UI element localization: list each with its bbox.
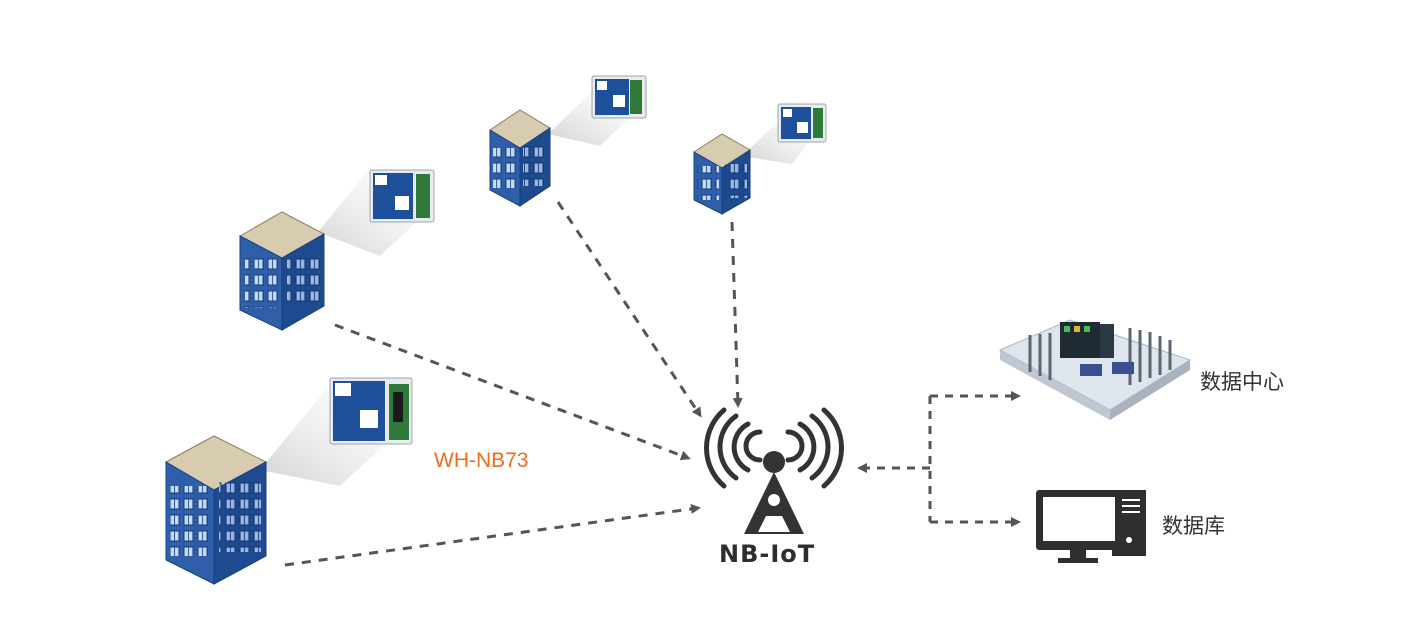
arrow-building-1 bbox=[556, 201, 702, 418]
nb-iot-tower-icon bbox=[704, 407, 844, 534]
module-board-icon bbox=[591, 75, 647, 119]
module-label: WH-NB73 bbox=[434, 449, 529, 472]
arrow-building-2 bbox=[730, 221, 743, 408]
datacenter-icon bbox=[998, 319, 1192, 420]
arrow-building-3 bbox=[334, 323, 691, 461]
arrow-building-4 bbox=[284, 504, 701, 567]
arrows-to-tower bbox=[284, 201, 743, 567]
module-board-icon bbox=[369, 169, 435, 223]
building-icon bbox=[164, 377, 413, 585]
building-icon bbox=[238, 168, 435, 331]
database-monitor-icon bbox=[1036, 490, 1146, 563]
tower-label: NB-IoT bbox=[719, 540, 816, 568]
module-board-icon bbox=[777, 103, 827, 143]
building-icon bbox=[489, 75, 652, 207]
building-icon bbox=[693, 103, 827, 215]
database-label: 数据库 bbox=[1162, 514, 1225, 538]
arrows-to-endpoints bbox=[857, 391, 1021, 527]
module-board-icon bbox=[329, 377, 413, 445]
datacenter-label: 数据中心 bbox=[1200, 370, 1284, 394]
